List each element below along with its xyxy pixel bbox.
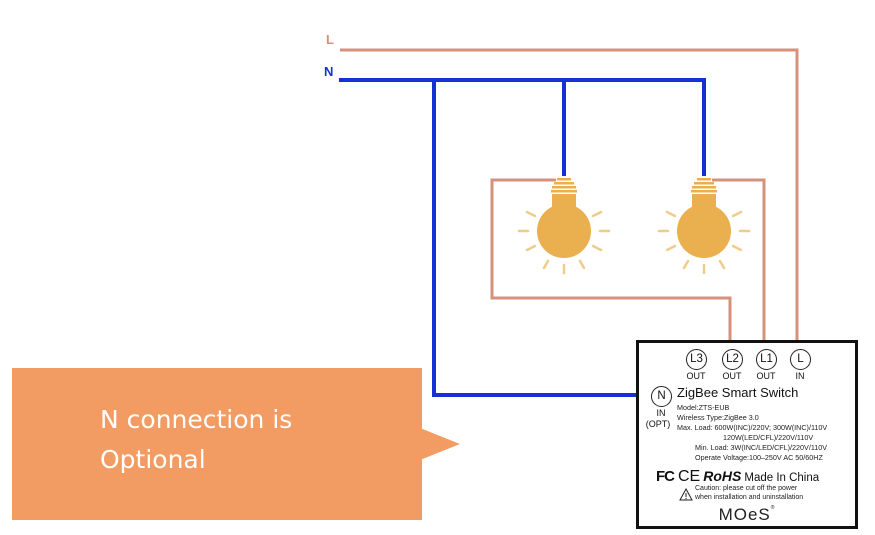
lamp-2-live-wire (712, 178, 766, 342)
callout-pointer (420, 428, 460, 460)
switch-title: ZigBee Smart Switch (677, 385, 799, 400)
spec-wireless: Wireless Type:ZigBee 3.0 (677, 413, 759, 422)
terminal-L2-sub: OUT (722, 371, 742, 381)
terminal-L1-sub: OUT (756, 371, 776, 381)
neutral-bus-wire (339, 78, 706, 176)
rohs-logo-icon: RoHS (703, 468, 742, 484)
terminal-L3-sub: OUT (686, 371, 706, 381)
terminal-N: N (651, 386, 672, 407)
caution-line-1: Caution: please cut off the power (695, 485, 798, 492)
terminal-L: L (790, 349, 811, 370)
callout-line-2: Optional (100, 445, 206, 474)
spec-max-load-led: 120W(LED/CFL)/220V/110V (723, 433, 814, 442)
light-bulb-icon (517, 178, 611, 275)
spec-voltage: Operate Voltage:100–250V AC 50/60HZ (695, 453, 823, 462)
brand-name: MOeS (718, 505, 771, 524)
callout-line-1: N connection is (100, 405, 293, 434)
switch-neutral-wire (432, 80, 650, 397)
callout-note: N connection is Optional (12, 368, 422, 520)
registered-mark: ® (770, 505, 776, 511)
lamp-1-live-wire (490, 178, 732, 342)
ce-logo-icon: CE (678, 468, 701, 485)
caution-text: Caution: please cut off the power when i… (695, 485, 803, 502)
terminal-N-sub: IN (656, 408, 666, 418)
caution-line-2: when installation and uninstallation (695, 493, 804, 501)
live-input-wire (340, 48, 799, 342)
terminal-L2: L2 (722, 349, 743, 370)
spec-model: Model:ZTS-EUB (677, 403, 730, 412)
brand-logo: MOeS® (639, 505, 855, 525)
light-bulb-icon (657, 178, 751, 275)
terminal-L1: L1 (756, 349, 777, 370)
spec-max-load: Max. Load: 600W(INC)/220V; 300W(INC)/110… (677, 423, 828, 432)
terminal-L-sub: IN (795, 371, 805, 381)
terminal-N-optional: (OPT) (645, 419, 671, 429)
fcc-logo-icon: FC (656, 468, 675, 485)
neutral-wire-label: N (324, 64, 333, 79)
live-wire-label: L (326, 32, 334, 47)
callout-text: N connection is Optional (100, 400, 400, 480)
terminal-L3: L3 (686, 349, 707, 370)
spec-min-load: Min. Load: 3W(INC/LED/CFL)/220V/110V (695, 443, 828, 452)
origin-text: Made In China (744, 472, 820, 484)
smart-switch-module: L3 OUT L2 OUT L1 OUT L IN N IN (OPT) Zig… (636, 340, 858, 529)
warning-icon (679, 488, 693, 501)
